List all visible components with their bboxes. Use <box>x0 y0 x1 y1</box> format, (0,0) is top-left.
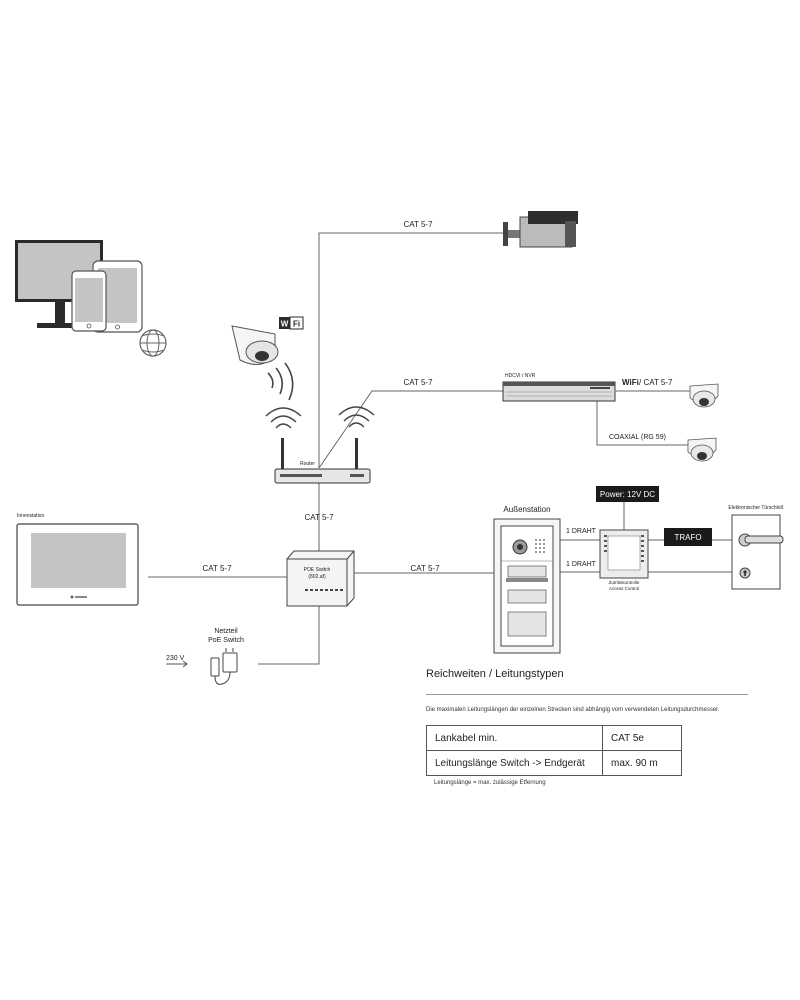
wifi-dome-camera: W Fi <box>231 316 304 401</box>
dome-camera-wifi <box>689 383 719 408</box>
phone-icon <box>71 270 107 332</box>
label-cat-switch-outdoor: CAT 5-7 <box>410 564 440 573</box>
label-wifi: WiFi <box>622 378 639 387</box>
indoor-station: Innenstation <box>16 513 139 606</box>
table-cell-label: Leitungslänge Switch -> Endgerät <box>426 750 603 776</box>
wifi-badge-fi: Fi <box>293 320 300 329</box>
transformer-label: TRAFO <box>674 533 701 542</box>
line-router-nvr <box>318 390 503 469</box>
label-cat-monitor-switch: CAT 5-7 <box>202 564 232 573</box>
label-mains-voltage: 230 V <box>166 655 185 662</box>
table-cell-value: max. 90 m <box>602 750 682 776</box>
brand-logo-icon <box>70 595 87 599</box>
client-devices <box>15 240 167 357</box>
wifi-signal-icon <box>338 406 375 428</box>
line-router-camera <box>318 232 503 468</box>
outdoor-station-label: Außenstation <box>503 505 550 514</box>
router: Router <box>265 406 375 484</box>
router-label: Router <box>300 461 315 467</box>
access-control-label-2: Access Control <box>609 586 639 591</box>
access-control-label-1: Zutrittskontrolle <box>609 580 640 585</box>
power-plug-icon <box>210 648 238 685</box>
label-cat-router-switch: CAT 5-7 <box>304 513 334 522</box>
indoor-station-label: Innenstation <box>17 513 44 519</box>
psu-label-2: PoE Switch <box>208 637 244 644</box>
nvr-recorder: HDCVI / NVR <box>502 373 616 402</box>
poe-switch-label-1: POE Switch <box>304 567 331 573</box>
bullet-camera <box>503 211 578 248</box>
power-supply: Power: 12V DC <box>596 486 659 502</box>
outdoor-station: Außenstation <box>493 505 561 654</box>
line-nvr-coax-camera <box>596 401 688 446</box>
label-drahtn-bottom: 1 DRAHT <box>566 561 597 568</box>
door-lock: Elektronischer Türschloß <box>728 505 784 590</box>
wifi-signal-icon <box>267 362 294 401</box>
door-handle-icon <box>738 533 784 547</box>
wifi-signal-icon <box>265 407 302 429</box>
table-row: Lankabel min. CAT 5e <box>426 725 682 751</box>
label-drahtn-top: 1 DRAHT <box>566 528 597 535</box>
power-adapter: Netzteil PoE Switch <box>208 628 244 685</box>
arrow-icon <box>166 660 188 668</box>
range-divider <box>426 694 748 695</box>
range-table: Lankabel min. CAT 5e Leitungslänge Switc… <box>426 725 682 776</box>
connection-lines <box>148 232 732 665</box>
range-title: Reichweiten / Leitungstypen <box>426 668 564 680</box>
globe-icon <box>139 329 167 357</box>
label-cat-router-nvr: CAT 5-7 <box>403 378 433 387</box>
line-switch-psu <box>258 604 320 665</box>
nvr-label: HDCVI / NVR <box>505 373 536 379</box>
table-cell-value: CAT 5e <box>602 725 682 751</box>
psu-label-1: Netzteil <box>214 628 238 635</box>
access-control: Zutrittskontrolle Access Control <box>599 529 649 591</box>
transformer: TRAFO <box>664 528 712 546</box>
label-cat-router-camera: CAT 5-7 <box>403 220 433 229</box>
poe-switch-label-2: (802.af) <box>308 574 326 580</box>
dome-camera-coaxial <box>687 437 717 462</box>
door-lock-label: Elektronischer Türschloß <box>728 505 783 511</box>
keyhole-icon <box>739 567 751 579</box>
wifi-badge-w: W <box>281 320 289 329</box>
label-cat-wifi: / CAT 5-7 <box>639 378 673 387</box>
range-note: Die maximalen Leitungslängen der einzeln… <box>426 707 720 713</box>
table-cell-label: Lankabel min. <box>426 725 603 751</box>
poe-switch: POE Switch (802.af) <box>286 550 355 607</box>
label-coaxial: COAXIAL (RG 59) <box>609 434 666 441</box>
range-footnote: Leitungslänge = max. zulässige Etfernung <box>434 780 546 786</box>
power-supply-label: Power: 12V DC <box>600 490 655 499</box>
table-row: Leitungslänge Switch -> Endgerät max. 90… <box>426 750 682 776</box>
wifi-badge: W Fi <box>279 316 304 330</box>
